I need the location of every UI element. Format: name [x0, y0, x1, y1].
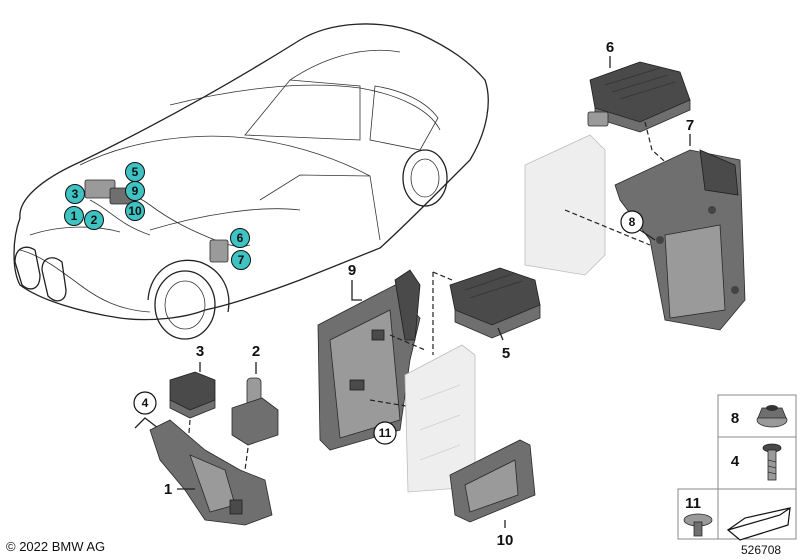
label-9: 9 [348, 262, 356, 279]
svg-text:11: 11 [379, 426, 392, 440]
svg-text:7: 7 [238, 253, 245, 267]
car-callout-1: 1 [64, 206, 84, 226]
label-2: 2 [252, 343, 260, 360]
svg-text:5: 5 [132, 165, 139, 179]
car-callout-2: 2 [84, 210, 104, 230]
car-callout-10: 10 [125, 201, 145, 221]
bracket-10 [449, 439, 536, 523]
label-7: 7 [686, 117, 694, 134]
car-callout-5: 5 [125, 162, 145, 182]
hardware-label-8: 8 [731, 410, 739, 427]
flange-nut-icon [756, 405, 788, 428]
label-3: 3 [196, 343, 204, 360]
label-5: 5 [502, 345, 510, 362]
svg-text:4: 4 [142, 396, 149, 410]
callout-11-circle: 11 [373, 421, 397, 445]
car-callout-7: 7 [231, 250, 251, 270]
car-callout-3: 3 [65, 184, 85, 204]
module-ghost-top [524, 134, 606, 276]
svg-text:1: 1 [71, 209, 78, 223]
label-6: 6 [606, 39, 614, 56]
car-callout-6: 6 [230, 228, 250, 248]
copyright-text: © 2022 BMW AG [6, 539, 106, 554]
svg-text:3: 3 [72, 187, 79, 201]
screw-icon [683, 513, 713, 537]
control-unit-6 [587, 61, 691, 133]
hardware-label-11: 11 [685, 495, 701, 512]
svg-text:10: 10 [128, 204, 142, 218]
holder-1 [149, 419, 273, 526]
callout-8-circle: 8 [620, 210, 644, 234]
hardware-label-4: 4 [731, 453, 740, 470]
svg-text:6: 6 [237, 231, 244, 245]
bracket-7 [614, 149, 746, 331]
bolt-icon [762, 443, 782, 481]
svg-text:2: 2 [91, 213, 98, 227]
car-callout-9: 9 [125, 181, 145, 201]
arrow-icon [726, 506, 791, 541]
cover-3 [169, 371, 216, 419]
svg-text:9: 9 [132, 184, 139, 198]
diagram-id: 526708 [741, 543, 782, 557]
callout-4-circle: 4 [133, 391, 157, 415]
svg-text:8: 8 [629, 215, 636, 229]
fuse-2 [231, 377, 279, 446]
label-10: 10 [497, 532, 514, 549]
control-unit-5 [449, 267, 541, 339]
car-illustration [13, 23, 489, 340]
mounting-plate-9 [317, 269, 421, 451]
label-1: 1 [164, 481, 172, 498]
